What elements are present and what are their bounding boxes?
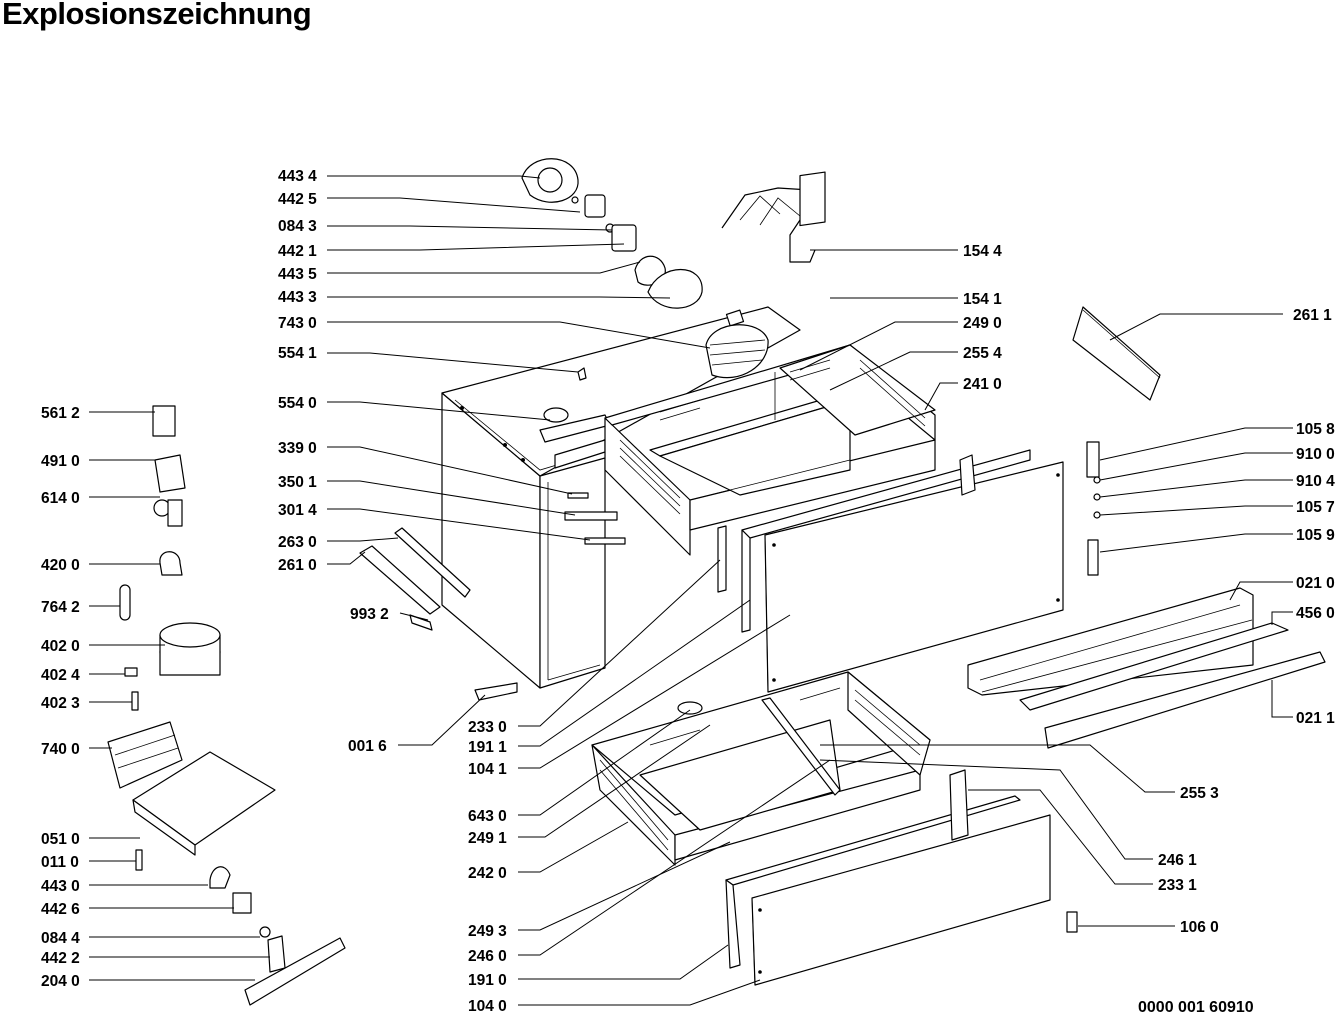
callout-label: 084 3 — [278, 218, 317, 235]
callout-label: 910 4 — [1296, 473, 1335, 490]
callout-label: 246 0 — [468, 948, 507, 965]
callout-label: 261 0 — [278, 557, 317, 574]
callout-label: 011 0 — [41, 854, 79, 871]
callout-label: 740 0 — [41, 741, 80, 758]
callout-label: 233 1 — [1158, 877, 1197, 894]
callout-label: 643 0 — [468, 808, 507, 825]
callout-label: 154 4 — [963, 243, 1002, 260]
callout-label: 084 4 — [41, 930, 80, 947]
leader-lines — [89, 175, 1293, 1006]
callout-label: 051 0 — [41, 831, 80, 848]
callout-label: 443 0 — [41, 878, 80, 895]
callout-label: 233 0 — [468, 719, 507, 736]
callout-label: 442 5 — [278, 191, 317, 208]
lower-door-part — [725, 769, 1051, 986]
part-drawings — [107, 158, 1326, 1006]
callout-label: 191 1 — [468, 739, 507, 756]
callout-label: 021 0 — [1296, 575, 1335, 592]
callout-label: 910 0 — [1296, 446, 1335, 463]
upper-drawer-frame-part — [604, 344, 936, 556]
callout-label: 420 0 — [41, 557, 80, 574]
callout-label: 242 0 — [468, 865, 507, 882]
callout-label: 021 1 — [1296, 710, 1335, 727]
upper-door-part — [717, 449, 1064, 693]
callout-label: 442 1 — [278, 243, 317, 260]
callout-label: 554 0 — [278, 395, 317, 412]
callout-label: 154 1 — [963, 291, 1002, 308]
page-title: Explosionszeichnung — [2, 0, 312, 31]
callout-label: 104 1 — [468, 761, 507, 778]
slide-rail-parts — [359, 527, 518, 701]
callout-label: 554 1 — [278, 345, 317, 362]
callout-label: 339 0 — [278, 440, 317, 457]
callout-label: 001 6 — [348, 738, 387, 755]
callout-label: 246 1 — [1158, 852, 1197, 869]
callout-label: 442 6 — [41, 901, 80, 918]
callout-label: 743 0 — [278, 315, 317, 332]
callout-label: 241 0 — [963, 376, 1002, 393]
callout-label: 993 2 — [350, 606, 389, 623]
callout-label: 261 1 — [1293, 307, 1332, 324]
callout-label: 104 0 — [468, 998, 507, 1015]
callout-label: 204 0 — [41, 973, 80, 990]
callout-label: 561 2 — [41, 405, 80, 422]
vent-slots-lower — [599, 687, 921, 851]
right-side-parts — [967, 306, 1326, 933]
callout-label: 402 0 — [41, 638, 80, 655]
callout-label: 255 4 — [963, 345, 1002, 362]
callout-label: 764 2 — [41, 599, 80, 616]
fan-assembly-parts — [521, 158, 769, 545]
callout-label: 443 4 — [278, 168, 317, 185]
callout-label: 443 5 — [278, 266, 317, 283]
vent-slots-upper — [619, 359, 926, 515]
callout-label: 301 4 — [278, 502, 317, 519]
wire-rack-part — [721, 171, 826, 263]
callout-label: 263 0 — [278, 534, 317, 551]
left-column-parts — [107, 405, 346, 1006]
callout-label: 105 9 — [1296, 527, 1335, 544]
callout-label: 443 3 — [278, 289, 317, 306]
callout-label: 106 0 — [1180, 919, 1219, 936]
lower-drawer-frame-part — [591, 671, 931, 866]
callout-label: 456 0 — [1296, 605, 1335, 622]
callout-label: 442 2 — [41, 950, 80, 967]
callout-label: 249 1 — [468, 830, 507, 847]
callout-label: 491 0 — [41, 453, 80, 470]
callout-label: 191 0 — [468, 972, 507, 989]
callout-label: 249 3 — [468, 923, 507, 940]
callout-labels: 443 4 442 5 084 3 442 1 443 5 443 3 743 … — [41, 168, 1335, 1015]
callout-label: 350 1 — [278, 474, 317, 491]
callout-label: 249 0 — [963, 315, 1002, 332]
document-number: 0000 001 60910 — [1138, 999, 1254, 1016]
callout-label: 105 7 — [1296, 499, 1335, 516]
callout-label: 402 3 — [41, 695, 80, 712]
callout-label: 255 3 — [1180, 785, 1219, 802]
callout-label: 105 8 — [1296, 421, 1335, 438]
callout-label: 614 0 — [41, 490, 80, 507]
callout-label: 402 4 — [41, 667, 80, 684]
